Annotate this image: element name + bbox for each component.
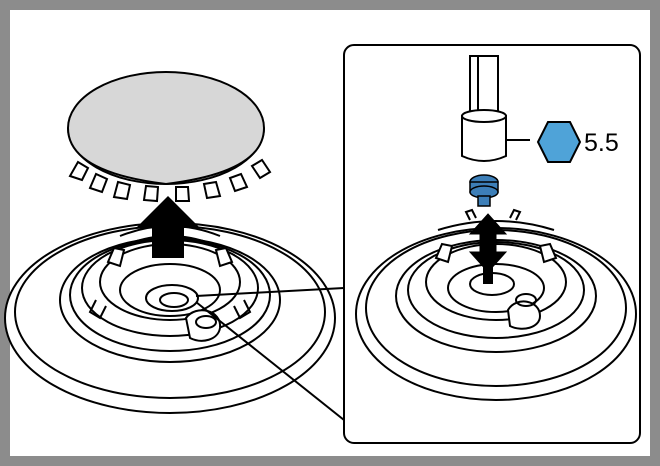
right-burner-assembly xyxy=(355,208,637,401)
burner-cap xyxy=(67,71,272,203)
lift-up-arrow xyxy=(136,196,200,258)
hex-size-icon xyxy=(536,121,582,163)
injector-jet xyxy=(469,174,499,207)
socket-wrench xyxy=(461,55,530,162)
hex-size-label: 5.5 xyxy=(584,129,619,157)
